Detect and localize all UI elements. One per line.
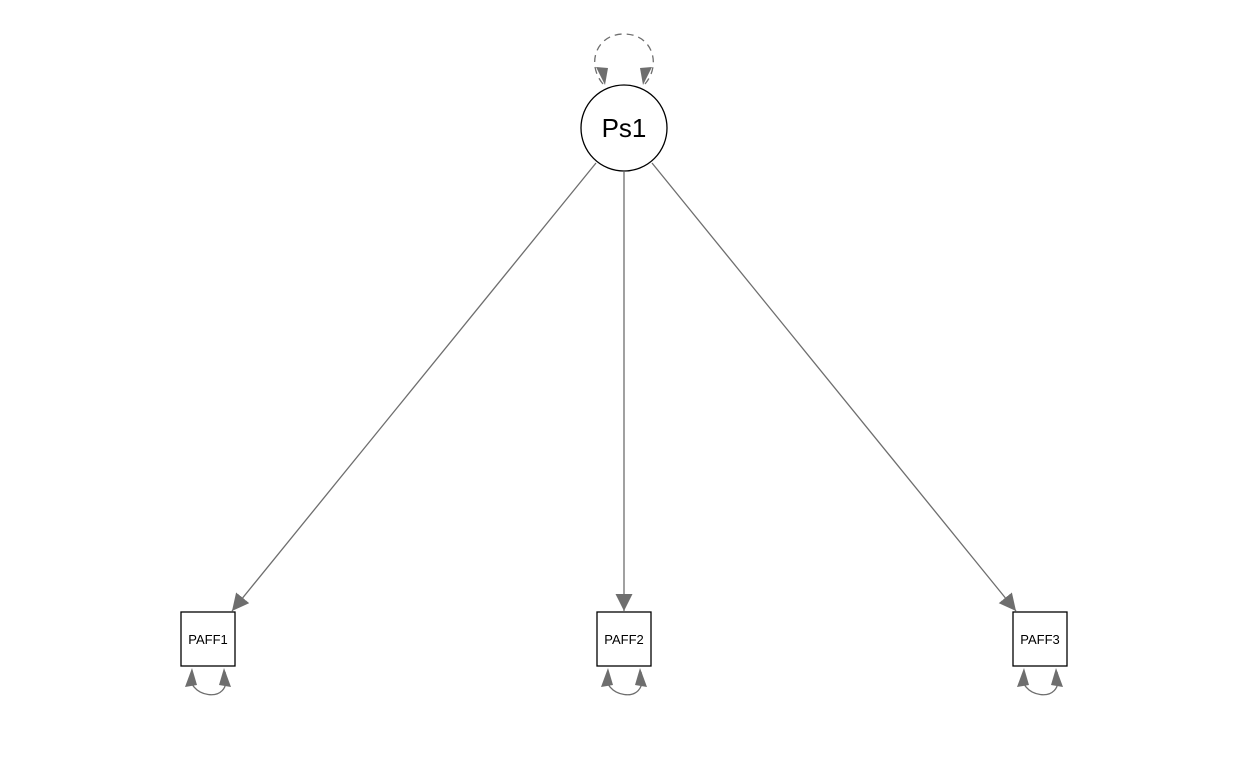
residual-arrowhead-right	[1051, 668, 1063, 687]
latent-variance-arrowhead-left	[596, 67, 608, 85]
indicator-node-paff2[interactable]: PAFF2	[596, 611, 652, 667]
indicator-label: PAFF2	[604, 632, 644, 647]
residual-loop-paff2	[601, 668, 647, 696]
indicator-node-paff1[interactable]: PAFF1	[180, 611, 236, 667]
loading-arrow-paff3	[651, 162, 1017, 612]
indicator-box	[596, 611, 652, 667]
indicator-node-paff3[interactable]: PAFF3	[1012, 611, 1068, 667]
residual-arrowhead-right	[219, 668, 231, 687]
residual-arrowhead-right	[635, 668, 647, 687]
indicator-box	[180, 611, 236, 667]
indicator-label: PAFF1	[188, 632, 228, 647]
residual-arrowhead-left	[185, 668, 197, 687]
latent-variance-arrowhead-right	[640, 67, 652, 85]
residual-loop-paff1	[185, 668, 231, 696]
residual-arrowhead-left	[1017, 668, 1029, 687]
indicator-box	[1012, 611, 1068, 667]
residual-arrowhead-left	[601, 668, 613, 687]
latent-label: Ps1	[602, 113, 647, 143]
residual-loop-paff3	[1017, 668, 1063, 696]
latent-node[interactable]: Ps1	[580, 84, 668, 172]
latent-circle	[580, 84, 668, 172]
loading-arrow-paff1	[231, 162, 597, 612]
indicator-label: PAFF3	[1020, 632, 1060, 647]
